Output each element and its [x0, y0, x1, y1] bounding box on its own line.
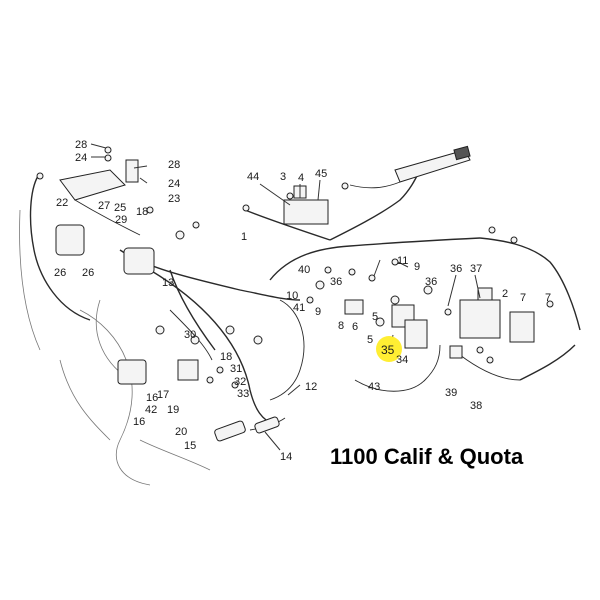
part-label: 34 — [396, 354, 408, 366]
part-label: 10 — [286, 290, 298, 302]
part-label: 6 — [352, 321, 358, 333]
part-label: 36 — [330, 276, 342, 288]
part-label: 19 — [167, 404, 179, 416]
part-label: 38 — [470, 400, 482, 412]
part-label: 30 — [184, 329, 196, 341]
part-label: 39 — [445, 387, 457, 399]
part-label: 4 — [298, 172, 304, 184]
part-label: 28 — [168, 159, 180, 171]
part-labels: 28 24 28 24 23 22 27 25 29 18 26 26 13 3… — [54, 139, 551, 463]
part-label: 17 — [157, 389, 169, 401]
part-label: 25 — [114, 202, 126, 214]
part-label: 28 — [75, 139, 87, 151]
part-label: 16 — [146, 392, 158, 404]
part-label: 37 — [470, 263, 482, 275]
part-label: 1 — [241, 231, 247, 243]
part-label: 43 — [368, 381, 380, 393]
part-label: 32 — [234, 376, 246, 388]
part-label: 41 — [293, 302, 305, 314]
part-label: 23 — [168, 193, 180, 205]
part-label: 3 — [280, 171, 286, 183]
part-label: 5 — [372, 311, 378, 323]
part-label: 26 — [82, 267, 94, 279]
components — [36, 145, 554, 442]
part-label: 42 — [145, 404, 157, 416]
part-label: 24 — [168, 178, 180, 190]
part-label: 9 — [414, 261, 420, 273]
part-label: 14 — [280, 451, 292, 463]
part-label: 36 — [450, 263, 462, 275]
part-label: 2 — [502, 288, 508, 300]
part-label: 22 — [56, 197, 68, 209]
part-label: 31 — [230, 363, 242, 375]
part-label: 27 — [98, 200, 110, 212]
part-label: 18 — [220, 351, 232, 363]
part-label: 33 — [237, 388, 249, 400]
part-label: 15 — [184, 440, 196, 452]
part-label: 18 — [136, 206, 148, 218]
part-label: 40 — [298, 264, 310, 276]
highlight-label: 35 — [381, 343, 395, 357]
part-label: 5 — [367, 334, 373, 346]
part-label: 44 — [247, 171, 259, 183]
part-label: 12 — [305, 381, 317, 393]
part-label: 7 — [545, 292, 551, 304]
part-label: 45 — [315, 168, 327, 180]
part-label: 36 — [425, 276, 437, 288]
part-label: 13 — [162, 277, 174, 289]
part-label: 9 — [315, 306, 321, 318]
frame-outlines — [19, 209, 211, 486]
part-label: 16 — [133, 416, 145, 428]
part-label: 29 — [115, 214, 127, 226]
part-label: 26 — [54, 267, 66, 279]
part-label: 20 — [175, 426, 187, 438]
highlight-marker — [376, 336, 402, 362]
part-label: 24 — [75, 152, 87, 164]
diagram-caption: 1100 Calif & Quota — [330, 444, 524, 469]
leader-lines — [90, 143, 481, 451]
part-label: 7 — [520, 292, 526, 304]
part-label: 11 — [397, 255, 408, 267]
part-label: 8 — [338, 320, 344, 332]
